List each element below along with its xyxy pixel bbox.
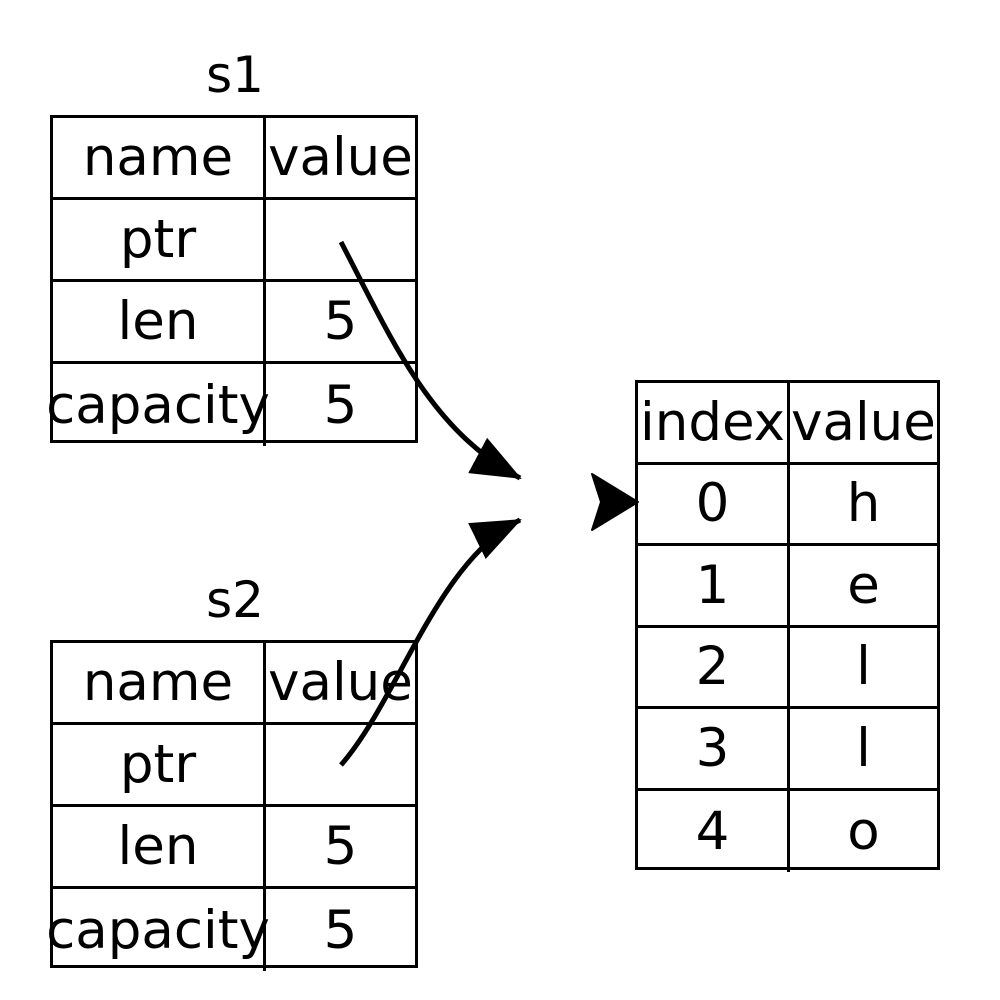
s1-ptr-name-text: ptr	[119, 209, 197, 270]
buffer-index-text-0: 0	[695, 473, 730, 535]
s2-row-capacity: capacity 5	[46, 889, 415, 971]
s1-header-value-cell: value	[266, 118, 415, 197]
buffer-row-0: 0 h	[638, 464, 937, 546]
buffer-index-cell-1: 1	[638, 546, 790, 625]
buffer-row-4: 4 o	[638, 790, 937, 873]
s2-row-ptr: ptr	[53, 725, 415, 807]
s2-header-row: name value	[53, 643, 415, 725]
buffer-value-cell-2: l	[790, 628, 937, 707]
pointer-arrowhead-icon	[591, 473, 639, 531]
buffer-value-text-4: o	[847, 800, 880, 862]
s1-row-len: len 5	[53, 282, 415, 364]
buffer-header-index-text: index	[640, 391, 785, 453]
buffer-index-cell-2: 2	[638, 627, 790, 706]
s2-capacity-value-text: 5	[323, 899, 358, 961]
s2-header-name-text: name	[82, 652, 234, 713]
s1-capacity-name-text: capacity	[46, 374, 270, 436]
buffer-table: index value 0 h 1 e 2	[635, 380, 940, 873]
buffer-value-text-0: h	[846, 473, 881, 535]
buffer-value-cell-1: e	[790, 546, 937, 625]
s2-capacity-name-text: capacity	[46, 899, 270, 961]
s2-table-caption: s2	[206, 571, 264, 629]
buffer-header-value-text: value	[791, 391, 936, 453]
s1-len-value-text: 5	[323, 291, 358, 352]
s2-header-name-cell: name	[53, 643, 266, 722]
s2-len-value-text: 5	[323, 816, 358, 877]
s2-ptr-name-text: ptr	[119, 734, 197, 795]
s1-row-capacity: capacity 5	[46, 364, 415, 446]
s1-header-value-text: value	[268, 127, 413, 188]
buffer-header-row: index value	[638, 383, 937, 465]
buffer-value-cell-4: o	[790, 791, 937, 873]
buffer-index-cell-3: 3	[638, 709, 790, 788]
s1-header-name-text: name	[82, 127, 234, 188]
buffer-value-text-3: l	[856, 717, 871, 779]
s2-capacity-name-cell: capacity	[46, 889, 270, 971]
s1-header-row: name value	[53, 118, 415, 200]
s2-row-len: len 5	[53, 807, 415, 889]
buffer-row-1: 1 e	[638, 546, 937, 628]
s1-ptr-value-cell	[266, 200, 415, 279]
s1-header-name-cell: name	[53, 118, 266, 197]
buffer-header-value-cell: value	[790, 383, 937, 462]
s1-len-value-cell: 5	[266, 282, 415, 361]
buffer-header-index-cell: index	[638, 383, 790, 462]
s2-len-name-cell: len	[53, 807, 266, 886]
s1-capacity-value-text: 5	[323, 374, 358, 436]
s1-capacity-name-cell: capacity	[46, 364, 270, 446]
buffer-index-text-2: 2	[695, 636, 730, 698]
s2-len-name-text: len	[117, 816, 199, 877]
buffer-index-text-1: 1	[695, 554, 730, 616]
s1-len-name-cell: len	[53, 282, 266, 361]
buffer-index-cell-0: 0	[638, 464, 790, 543]
s1-len-name-text: len	[117, 291, 199, 352]
buffer-row-3: 3 l	[638, 709, 937, 791]
buffer-index-text-3: 3	[695, 717, 730, 779]
s2-ptr-name-cell: ptr	[53, 725, 266, 804]
s1-table-caption: s1	[206, 46, 264, 104]
buffer-value-cell-3: l	[790, 709, 937, 788]
buffer-row-2: 2 l	[638, 627, 937, 709]
s2-capacity-value-cell: 5	[266, 889, 415, 971]
s1-ptr-name-cell: ptr	[53, 200, 266, 279]
s2-header-value-cell: value	[266, 643, 415, 722]
s2-ptr-value-cell	[266, 725, 415, 804]
s1-struct-table: name value ptr len 5 capacity	[46, 115, 418, 446]
buffer-value-text-1: e	[847, 554, 880, 616]
buffer-value-cell-0: h	[790, 465, 937, 544]
s2-header-value-text: value	[268, 652, 413, 713]
buffer-index-text-4: 4	[695, 800, 730, 862]
s1-row-ptr: ptr	[53, 200, 415, 282]
buffer-index-cell-4: 4	[638, 790, 790, 872]
buffer-value-text-2: l	[856, 636, 871, 698]
s1-capacity-value-cell: 5	[266, 364, 415, 446]
s2-struct-table: name value ptr len 5 capacity	[46, 640, 418, 971]
s2-len-value-cell: 5	[266, 807, 415, 886]
